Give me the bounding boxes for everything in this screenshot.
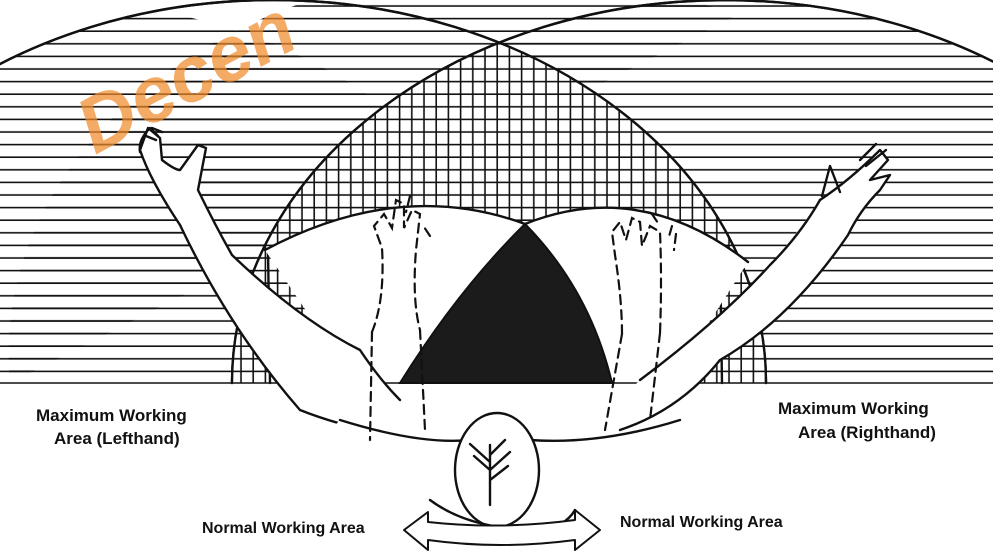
label-normal-left: Normal Working Area [202,520,365,537]
svg-text:Area (Righthand): Area (Righthand) [798,423,936,442]
svg-text:Maximum Working: Maximum Working [36,406,187,425]
head [455,413,539,527]
label-max-left: Maximum Working Area (Lefthand) [36,406,187,448]
svg-text:Area (Lefthand): Area (Lefthand) [54,429,180,448]
label-max-right: Maximum Working Area (Righthand) [778,399,936,442]
label-normal-right: Normal Working Area [620,514,783,531]
svg-text:Maximum Working: Maximum Working [778,399,929,418]
